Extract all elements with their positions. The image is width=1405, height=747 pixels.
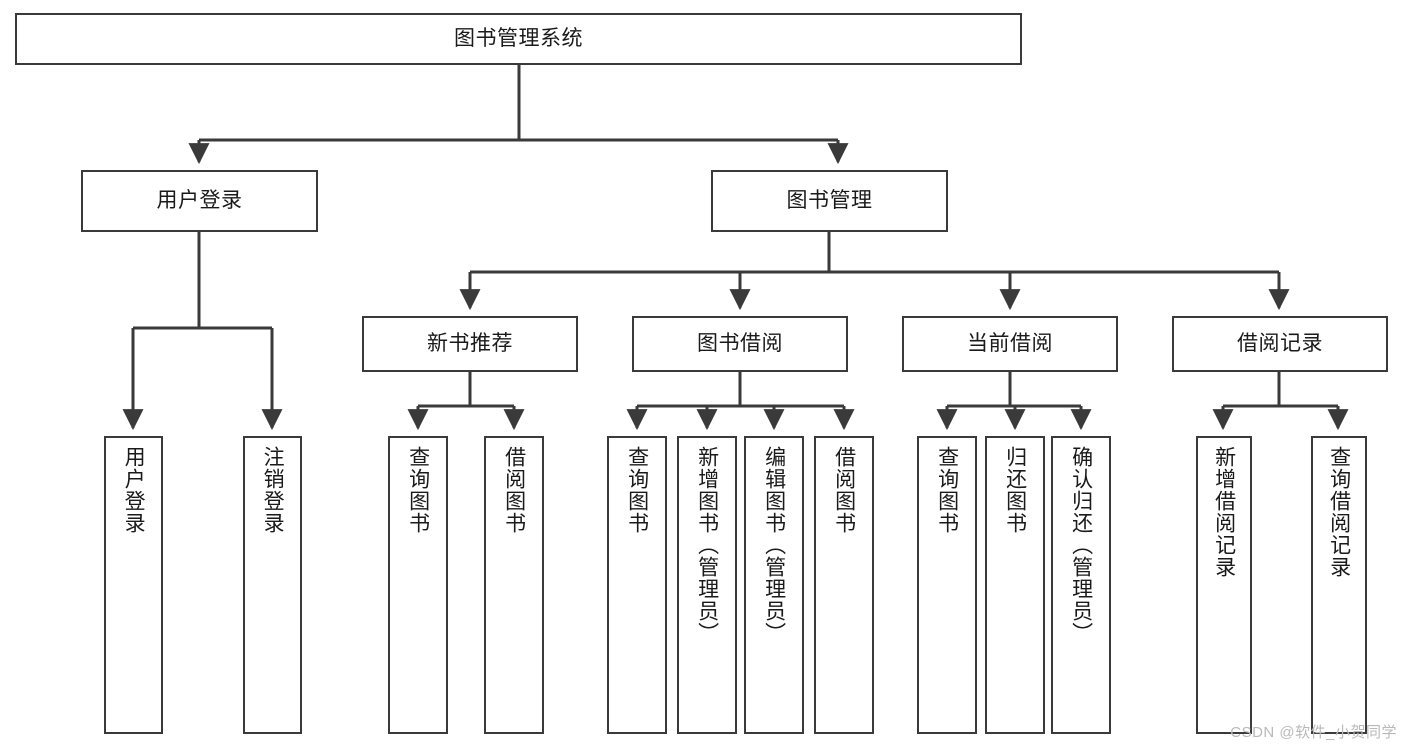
- node-current-borrow[interactable]: 当前借阅: [902, 316, 1118, 372]
- leaf-current-return-book-label: 归还图书: [1003, 446, 1027, 534]
- leaf-recommend-borrow-book[interactable]: 借阅图书: [484, 436, 544, 734]
- leaf-current-confirm-return-label: 确认归还（管理员）: [1069, 446, 1093, 644]
- node-borrow-record-label: 借阅记录: [1237, 331, 1323, 355]
- leaf-record-add-record[interactable]: 新增借阅记录: [1196, 436, 1252, 734]
- leaf-recommend-query-book-label: 查询图书: [406, 446, 430, 534]
- leaf-user-login-login[interactable]: 用户登录: [104, 436, 163, 734]
- leaf-borrow-edit-book[interactable]: 编辑图书（管理员）: [744, 436, 804, 734]
- leaf-user-login-logout-label: 注销登录: [261, 446, 285, 534]
- leaf-current-confirm-return[interactable]: 确认归还（管理员）: [1051, 436, 1111, 734]
- node-root[interactable]: 图书管理系统: [15, 13, 1022, 65]
- leaf-record-query-record-label: 查询借阅记录: [1327, 446, 1351, 578]
- leaf-current-query-book-label: 查询图书: [935, 446, 959, 534]
- node-borrow-record[interactable]: 借阅记录: [1172, 316, 1388, 372]
- leaf-current-query-book[interactable]: 查询图书: [917, 436, 977, 734]
- leaf-borrow-borrow-book-label: 借阅图书: [832, 446, 856, 534]
- node-book-management[interactable]: 图书管理: [711, 170, 948, 232]
- node-new-book-recommend-label: 新书推荐: [427, 331, 513, 355]
- leaf-borrow-add-book[interactable]: 新增图书（管理员）: [677, 436, 737, 734]
- leaf-recommend-query-book[interactable]: 查询图书: [388, 436, 448, 734]
- leaf-user-login-logout[interactable]: 注销登录: [243, 436, 302, 734]
- leaf-borrow-edit-book-label: 编辑图书（管理员）: [762, 446, 786, 644]
- node-current-borrow-label: 当前借阅: [967, 331, 1053, 355]
- node-user-login[interactable]: 用户登录: [81, 170, 318, 232]
- node-book-borrow[interactable]: 图书借阅: [632, 316, 848, 372]
- node-book-management-label: 图书管理: [786, 188, 873, 212]
- leaf-user-login-login-label: 用户登录: [122, 446, 146, 534]
- node-new-book-recommend[interactable]: 新书推荐: [362, 316, 578, 372]
- leaf-recommend-borrow-book-label: 借阅图书: [502, 446, 526, 534]
- csdn-watermark: CSDN @软件_小贺同学: [1230, 724, 1397, 741]
- node-root-label: 图书管理系统: [454, 26, 583, 50]
- leaf-current-return-book[interactable]: 归还图书: [985, 436, 1045, 734]
- leaf-borrow-query-book-label: 查询图书: [625, 446, 649, 534]
- node-user-login-label: 用户登录: [156, 188, 243, 212]
- leaf-borrow-borrow-book[interactable]: 借阅图书: [814, 436, 874, 734]
- node-book-borrow-label: 图书借阅: [697, 331, 783, 355]
- leaf-borrow-add-book-label: 新增图书（管理员）: [695, 446, 719, 644]
- leaf-borrow-query-book[interactable]: 查询图书: [607, 436, 667, 734]
- leaf-record-query-record[interactable]: 查询借阅记录: [1311, 436, 1367, 734]
- leaf-record-add-record-label: 新增借阅记录: [1212, 446, 1236, 578]
